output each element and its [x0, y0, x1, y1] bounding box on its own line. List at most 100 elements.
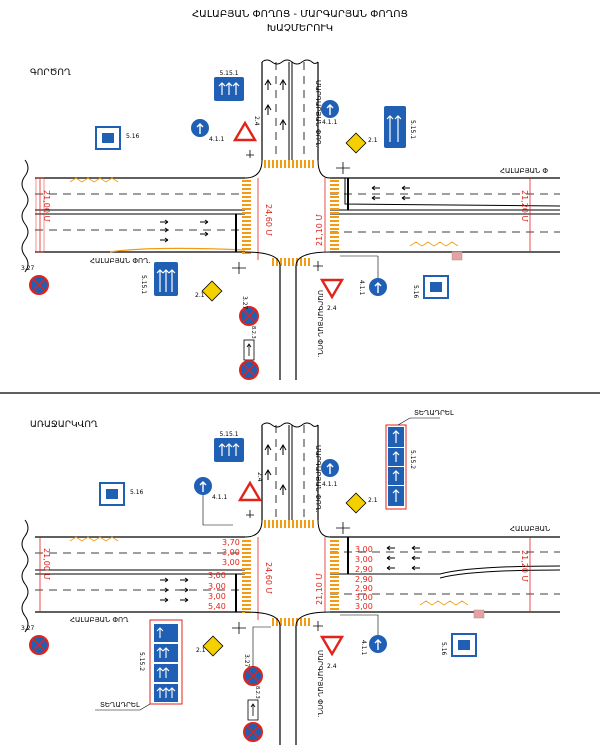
sign-label: 4.1.1 — [212, 494, 227, 501]
lane-width: 5,40 — [208, 602, 226, 611]
lane-width: 3,00 — [355, 545, 373, 554]
lane-width: 2,90 — [355, 565, 373, 574]
sign-4-1-1-a: 4.1.1 — [194, 477, 233, 526]
sign-label: 5.15.1 — [140, 275, 147, 294]
bottom-crosswalk-east — [330, 539, 339, 611]
sign-label: 5.16 — [126, 133, 140, 140]
sign-5-15-2-right: 5.15.2 ՏԵՂԱԴՐԵԼ — [385, 409, 454, 510]
sign-5-15-1-left: 5.15.1 — [140, 262, 178, 296]
lane-width: 3,00 — [355, 555, 373, 564]
sign-2-1-b: 2.1 — [196, 622, 246, 657]
sign-label: 5.15.1 — [219, 70, 238, 77]
sign-5-16-top: 5.16 — [95, 126, 140, 150]
sign-label: 5.16 — [440, 642, 447, 656]
sign-4-1-1-c: 4.1.1 — [340, 255, 387, 296]
top-crosswalk-west — [242, 180, 251, 254]
sign-label: 5.16 — [130, 489, 144, 496]
lane-widths-left: 3,70 3,00 3,00 3,00 3,00 3,00 5,40 — [208, 538, 240, 611]
sign-2-4-b: 2.4 — [313, 621, 345, 670]
sign-2-4-a: 2.4 — [237, 472, 263, 518]
bottom-crosswalk-south — [270, 618, 310, 626]
sign-label: 2.1 — [195, 292, 205, 299]
sign-label: 2.1 — [368, 137, 378, 144]
lane-widths-right: 3,00 3,00 2,90 2,90 2,90 3,00 3,00 — [355, 545, 373, 611]
sign-label: 8.2.3 — [250, 326, 256, 339]
lane-width: 3,00 — [208, 592, 226, 601]
lane-width: 3,00 — [355, 602, 373, 611]
bottom-horizontal-road — [21, 519, 561, 633]
sign-5-15-1-top: 5.15.1 — [214, 70, 244, 101]
sign-label: 3.27 — [243, 654, 250, 668]
top-crosswalk-south — [270, 258, 310, 266]
sign-4-1-1-b: 4.1.1 — [321, 459, 339, 488]
sign-5-16-right: 5.16 — [412, 275, 449, 299]
sign-label: 8.2.3 — [254, 686, 260, 699]
bottom-crosswalk-west — [242, 539, 251, 613]
header-title-line2: ԽԱՉՄԵՐՈՒԿ — [267, 23, 333, 34]
top-crosswalk-east — [330, 180, 339, 252]
top-dim-crossing-right: 21,10 Մ — [315, 214, 324, 246]
sign-5-15-1-right: 5.15.1 — [384, 106, 416, 148]
sign-label: 2.1 — [368, 497, 378, 504]
lane-width: 3,00 — [208, 582, 226, 591]
top-dim-crossing-left: 24,60 Մ — [264, 204, 273, 236]
lane-width: 2,90 — [355, 575, 373, 584]
header-title-line1: ՀԱԼԱԲՅԱՆ ՓՈՂՈՑ - ՄԱՐԳԱՐՅԱՆ ՓՈՂՈՑ — [192, 9, 408, 20]
bottom-panel-title: ԱՌԱՋԱՐԿՎՈՂ — [30, 420, 98, 430]
sign-3-27-left: 3.27 — [21, 265, 49, 295]
bottom-dim-crossing-right: 21,10 Մ — [315, 573, 324, 605]
sign-label: 4.1.1 — [360, 640, 367, 655]
bottom-dim-right: 21,20 Մ — [520, 550, 529, 582]
callout-top: ՏԵՂԱԴՐԵԼ — [414, 409, 454, 417]
sign-label: 5.15.2 — [409, 450, 416, 469]
sign-5-15-1-top: 5.15.1 — [214, 431, 244, 462]
top-horizontal-road — [21, 159, 561, 273]
bottom-dim-crossing-left: 24,60 Մ — [264, 562, 273, 594]
top-street-vertical-bottom: ՄԱՐԳԱՐՅԱՆ ՓՈՂ. — [316, 290, 324, 357]
bottom-street-vertical-bottom: ՄԱՐԳԱՐՅԱՆ ՓՈՂ. — [316, 650, 324, 717]
sign-label: 4.1.1 — [358, 280, 365, 295]
top-panel-title: ԳՈՐԾՈՂ — [30, 68, 71, 78]
sign-2-1-b: 2.1 — [195, 262, 246, 302]
sign-label: 5.15.1 — [219, 431, 238, 438]
top-dim-left: 21,00 Մ — [42, 190, 51, 222]
sign-label: 5.15.2 — [138, 652, 145, 671]
sign-5-16-top: 5.16 — [99, 482, 144, 506]
lane-width: 3,00 — [208, 571, 226, 580]
sign-label: 2.4 — [256, 472, 263, 482]
sign-label: 4.1.1 — [209, 136, 224, 143]
sign-label: 2.1 — [196, 647, 206, 654]
sign-2-1-a: 2.1 — [336, 492, 378, 534]
sign-2-4-a: 2.4 — [232, 116, 260, 158]
lane-width: 3,00 — [222, 548, 240, 557]
sign-label: 2.4 — [327, 305, 337, 312]
callout-bottom: ՏԵՂԱԴՐԵԼ — [100, 701, 140, 709]
bottom-street-right: ՀԱԼԱԲՅԱՆ — [510, 525, 550, 533]
lane-width: 2,90 — [355, 584, 373, 593]
sign-label: 3.27 — [21, 265, 35, 272]
sign-2-4-b: 2.4 — [313, 261, 345, 312]
sign-4-1-1-c: 4.1.1 — [340, 614, 387, 655]
top-dim-right: 21,20 Մ — [520, 190, 529, 222]
sign-3-27-b: 3.27 — [243, 626, 271, 686]
sign-3-27-b: 3.27 — [239, 296, 259, 326]
sign-2-1-a: 2.1 — [336, 132, 378, 174]
sign-label: 2.4 — [253, 116, 260, 126]
sign-5-15-2-left: 5.15.2 ՏԵՂԱԴՐԵԼ — [95, 619, 183, 711]
sign-5-16-right: 5.16 — [440, 633, 477, 657]
bottom-dim-left: 21,00 Մ — [42, 548, 51, 580]
top-street-right: ՀԱԼԱԲՅԱՆ Փ — [500, 167, 548, 175]
bottom-street-vertical-top: ՄԱՐԳԱՐՅԱՆ ՓՈՂ. — [314, 445, 322, 512]
top-panel: ԳՈՐԾՈՂ — [21, 59, 561, 380]
sign-8-2-3: 8.2.3 — [243, 326, 256, 361]
bottom-street-left: ՀԱԼԱԲՅԱՆ ՓՈՂ — [70, 616, 129, 624]
lane-width: 3,00 — [355, 593, 373, 602]
sign-label: 4.1.1 — [322, 481, 337, 488]
sign-label: 2.4 — [327, 663, 337, 670]
sign-label: 5.16 — [412, 285, 419, 299]
sign-label: 3.27 — [241, 296, 248, 310]
sign-label: 3.27 — [21, 625, 35, 632]
top-vertical-road — [244, 59, 331, 380]
sign-4-1-1-a: 4.1.1 — [191, 119, 224, 143]
